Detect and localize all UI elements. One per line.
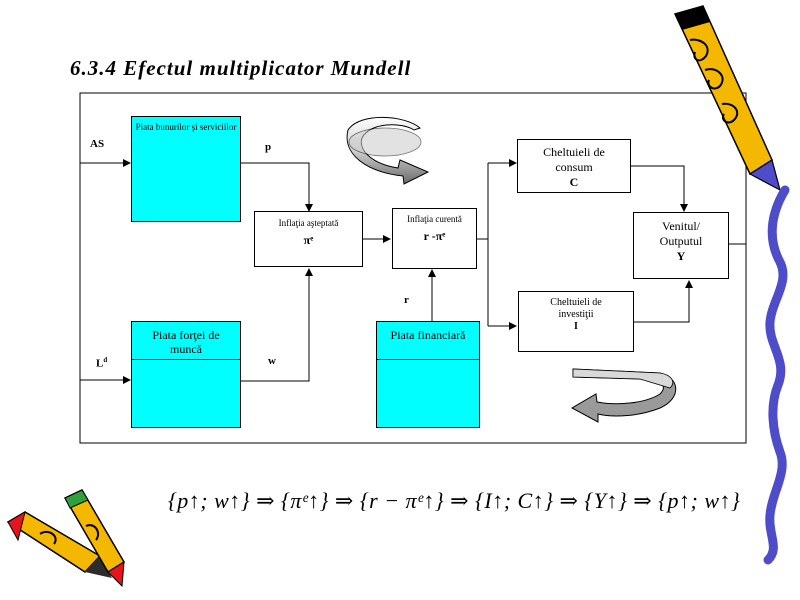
w-label: w xyxy=(268,355,276,367)
goods-market-box: Piata bunurilor şi serviciilor xyxy=(131,116,241,222)
pencil-left-icon xyxy=(6,489,126,588)
current-inflation-box: Inflaţia curentă r -πᵉ xyxy=(392,208,477,269)
financial-market-label: Piata financiară xyxy=(390,328,466,342)
goods-market-label: Piata bunurilor şi serviciilor xyxy=(135,122,237,132)
output-line1: Venitul/ xyxy=(662,219,700,233)
consumption-line2: consum xyxy=(555,160,593,174)
labor-market-divider xyxy=(132,359,240,360)
consumption-box: Cheltuieli de consum C xyxy=(517,139,631,193)
financial-market-divider xyxy=(377,359,479,360)
ld-label-superscript: d xyxy=(103,356,108,364)
ld-label: Ld xyxy=(96,356,107,370)
investment-line1: Cheltuieli de xyxy=(550,297,602,308)
investment-line2: investiţii xyxy=(558,309,594,320)
consumption-line1: Cheltuieli de xyxy=(543,145,605,159)
connectors xyxy=(80,159,746,384)
page-title: 6.3.4 Efectul multiplicator Mundell xyxy=(70,56,412,80)
current-inflation-label: Inflaţia curentă xyxy=(407,214,462,224)
investment-box: Cheltuieli de investiţii I xyxy=(518,291,634,352)
mundell-formula: {p↑; w↑} ⇒ {πᵉ↑} ⇒ {r − πᵉ↑} ⇒ {I↑; C↑} … xyxy=(168,488,741,513)
as-label: AS xyxy=(90,138,105,150)
consumption-symbol: C xyxy=(569,175,579,189)
expected-inflation-label: Inflaţia aşteptată xyxy=(278,218,339,228)
expected-inflation-symbol: πᵉ xyxy=(303,233,314,247)
output-box: Venitul/ Outputul Y xyxy=(633,212,729,279)
pencil-right-icon xyxy=(673,5,781,192)
current-inflation-symbol: r -πᵉ xyxy=(423,229,446,243)
ld-label-base: L xyxy=(96,357,104,370)
swirl-decoration-icon xyxy=(763,185,790,565)
financial-market-box: Piata financiară xyxy=(376,321,480,428)
outer-frame xyxy=(79,92,747,444)
output-line2: Outputul xyxy=(659,234,703,248)
circular-arrow-top-icon xyxy=(346,116,430,185)
investment-symbol: I xyxy=(574,321,578,332)
expected-inflation-box: Inflaţia aşteptată πᵉ xyxy=(254,211,363,267)
circular-arrow-bottom-icon xyxy=(570,368,677,423)
output-symbol: Y xyxy=(676,249,686,263)
labor-market-box: Piata forţei de muncă xyxy=(131,321,241,428)
r-label: r xyxy=(404,294,409,306)
labor-market-label: Piata forţei de muncă xyxy=(152,328,220,356)
p-label: p xyxy=(265,141,272,153)
